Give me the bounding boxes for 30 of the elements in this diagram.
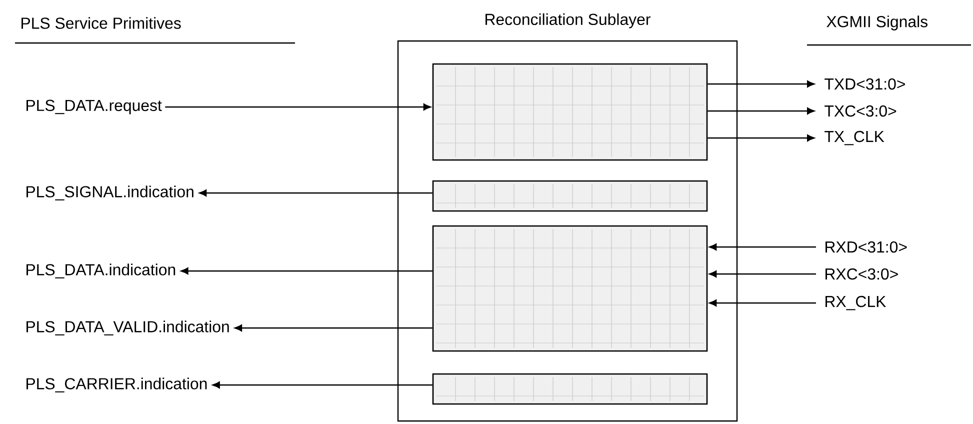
arrow — [212, 382, 432, 388]
arrow — [708, 134, 814, 142]
column-heading: PLS Service Primitives — [22, 17, 181, 29]
primitive-label: PLS_DATA_VALID.indication — [26, 320, 229, 336]
primitive-label: PLS_DATA.indication — [26, 264, 176, 278]
register-grid — [432, 225, 708, 352]
register-grid — [432, 63, 708, 161]
arrow — [180, 268, 432, 274]
arrow — [199, 190, 432, 196]
signal-label: RXC<3:0> — [826, 268, 898, 280]
arrow — [708, 80, 814, 88]
arrow — [708, 108, 814, 114]
sublayer-box: Reconciliation Sublayer — [397, 13, 738, 422]
register-grid — [432, 180, 708, 212]
primitive-label: PLS_DATA.request — [26, 100, 162, 114]
arrow — [165, 104, 431, 110]
register-grid — [432, 373, 708, 405]
primitive-label: PLS_CARRIER.indication — [26, 378, 207, 392]
column-heading: XGMII Signals — [826, 16, 928, 30]
signal-label: RXD<31:0> — [826, 241, 907, 253]
arrow — [709, 300, 816, 306]
arrow — [234, 324, 432, 332]
signal-label: RX_CLK — [826, 296, 886, 310]
signal-label: TXC<3:0> — [824, 105, 896, 117]
arrow — [709, 244, 816, 250]
node-label: Reconciliation Sublayer — [486, 13, 650, 28]
primitive-label: PLS_SIGNAL.indication — [26, 186, 194, 200]
signal-label: TXD<31:0> — [824, 78, 905, 90]
arrow — [709, 270, 816, 278]
signal-label: TX_CLK — [824, 130, 884, 146]
